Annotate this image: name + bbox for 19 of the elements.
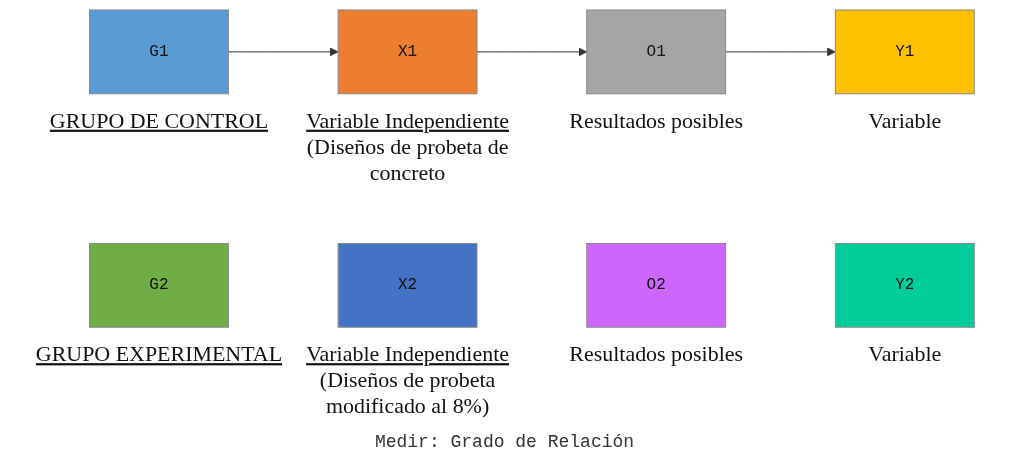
heading-text: GRUPO EXPERIMENTAL <box>35 341 282 367</box>
node-box: O1 <box>585 9 726 95</box>
caption-text: Variable <box>867 107 941 133</box>
node-box: G1 <box>88 9 229 95</box>
heading-text: GRUPO DE CONTROL <box>49 107 268 133</box>
caption-text: Variable <box>867 341 941 367</box>
caption-text: (Diseños de probeta modificado al 8%) <box>319 367 495 419</box>
caption-text: Resultados posibles <box>568 341 743 367</box>
node-box: Y2 <box>834 242 975 328</box>
caption-text: Resultados posibles <box>568 107 743 133</box>
heading-text: Variable Independiente <box>305 341 509 367</box>
node-box: X2 <box>337 242 477 328</box>
node-box: X1 <box>337 9 477 95</box>
node-box: G2 <box>88 242 229 328</box>
caption-text: (Diseños de probeta de concreto <box>306 133 508 185</box>
node-box: Y1 <box>834 9 975 95</box>
heading-text: Variable Independiente <box>305 107 509 133</box>
node-box: O2 <box>585 242 726 328</box>
note-text: Medir: Grado de Relación <box>374 432 635 452</box>
